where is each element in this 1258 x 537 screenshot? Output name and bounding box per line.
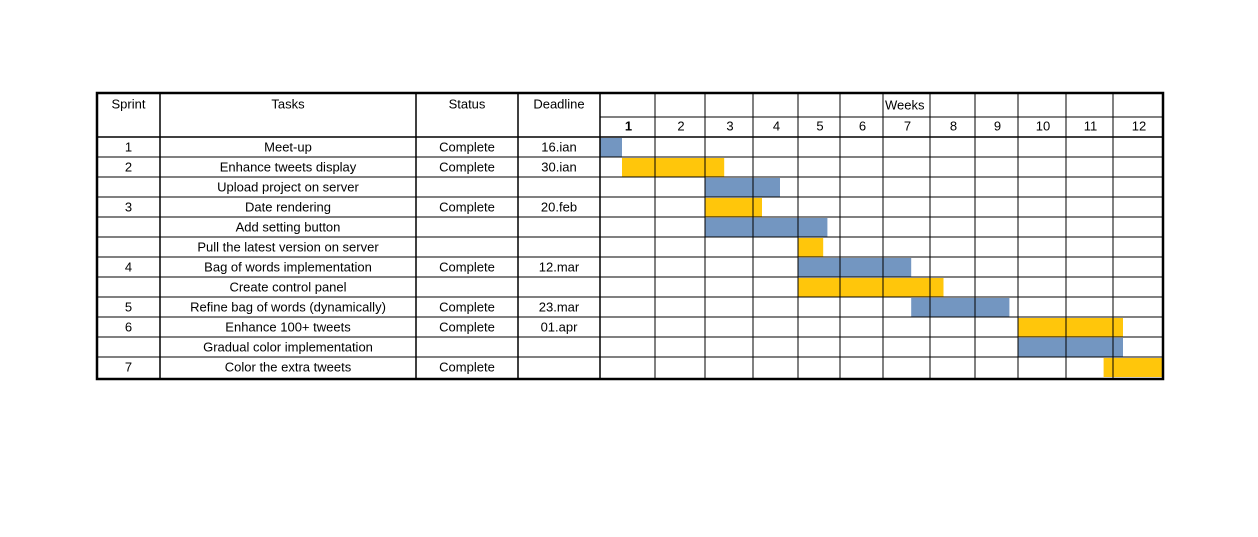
gantt-bar [798, 278, 944, 297]
status-cell: Complete [439, 319, 495, 334]
header-weeks: Weeks [885, 97, 925, 112]
status-cell: Complete [439, 299, 495, 314]
deadline-cell: 30.ian [541, 159, 576, 174]
header-status: Status [449, 96, 486, 111]
task-cell: Refine bag of words (dynamically) [190, 299, 386, 314]
week-number-label: 2 [677, 118, 684, 133]
task-cell: Add setting button [236, 219, 341, 234]
week-number-label: 5 [816, 118, 823, 133]
sprint-cell: 6 [125, 319, 132, 334]
sprint-cell: 1 [125, 139, 132, 154]
deadline-cell: 01.apr [541, 319, 579, 334]
status-cell: Complete [439, 259, 495, 274]
header-deadline: Deadline [533, 96, 584, 111]
week-number-label: 10 [1036, 118, 1050, 133]
gantt-bar [705, 218, 828, 237]
task-cell: Upload project on server [217, 179, 359, 194]
week-number-label: 6 [859, 118, 866, 133]
gantt-bar [911, 298, 1010, 317]
status-cell: Complete [439, 159, 495, 174]
sprint-cell: 3 [125, 199, 132, 214]
task-cell: Create control panel [229, 279, 346, 294]
header-sprint: Sprint [112, 96, 146, 111]
week-number-label: 7 [904, 118, 911, 133]
sprint-cell: 2 [125, 159, 132, 174]
gantt-bar [1018, 318, 1123, 337]
gantt-bar [705, 178, 780, 197]
grid-layer [95, 91, 1165, 381]
deadline-cell: 23.mar [539, 299, 580, 314]
gantt-bar [798, 238, 824, 257]
deadline-cell: 12.mar [539, 259, 580, 274]
gantt-bar [622, 158, 725, 177]
week-number-label: 8 [950, 118, 957, 133]
status-cell: Complete [439, 359, 495, 374]
week-number-label: 9 [994, 118, 1001, 133]
gantt-bar [798, 258, 912, 277]
task-cell: Enhance tweets display [220, 159, 357, 174]
week-number-label: 12 [1132, 118, 1146, 133]
week-number-label: 1 [625, 118, 632, 133]
gantt-bar [705, 198, 762, 217]
task-cell: Date rendering [245, 199, 331, 214]
sprint-cell: 5 [125, 299, 132, 314]
status-cell: Complete [439, 139, 495, 154]
status-cell: Complete [439, 199, 495, 214]
task-cell: Color the extra tweets [225, 359, 352, 374]
week-number-label: 3 [726, 118, 733, 133]
header-tasks: Tasks [271, 96, 305, 111]
task-cell: Meet-up [264, 139, 312, 154]
week-number-label: 4 [773, 118, 780, 133]
week-number-label: 11 [1084, 118, 1098, 133]
deadline-cell: 16.ian [541, 139, 576, 154]
gantt-bar [1103, 358, 1163, 377]
bars-layer [600, 138, 1163, 377]
task-cell: Bag of words implementation [204, 259, 372, 274]
gantt-bar [600, 138, 622, 157]
table-border [95, 91, 1165, 381]
gantt-bar [1018, 338, 1123, 357]
task-cell: Enhance 100+ tweets [225, 319, 351, 334]
task-cell: Pull the latest version on server [197, 239, 379, 254]
task-cell: Gradual color implementation [203, 339, 373, 354]
deadline-cell: 20.feb [541, 199, 577, 214]
sprint-cell: 7 [125, 359, 132, 374]
sprint-cell: 4 [125, 259, 132, 274]
